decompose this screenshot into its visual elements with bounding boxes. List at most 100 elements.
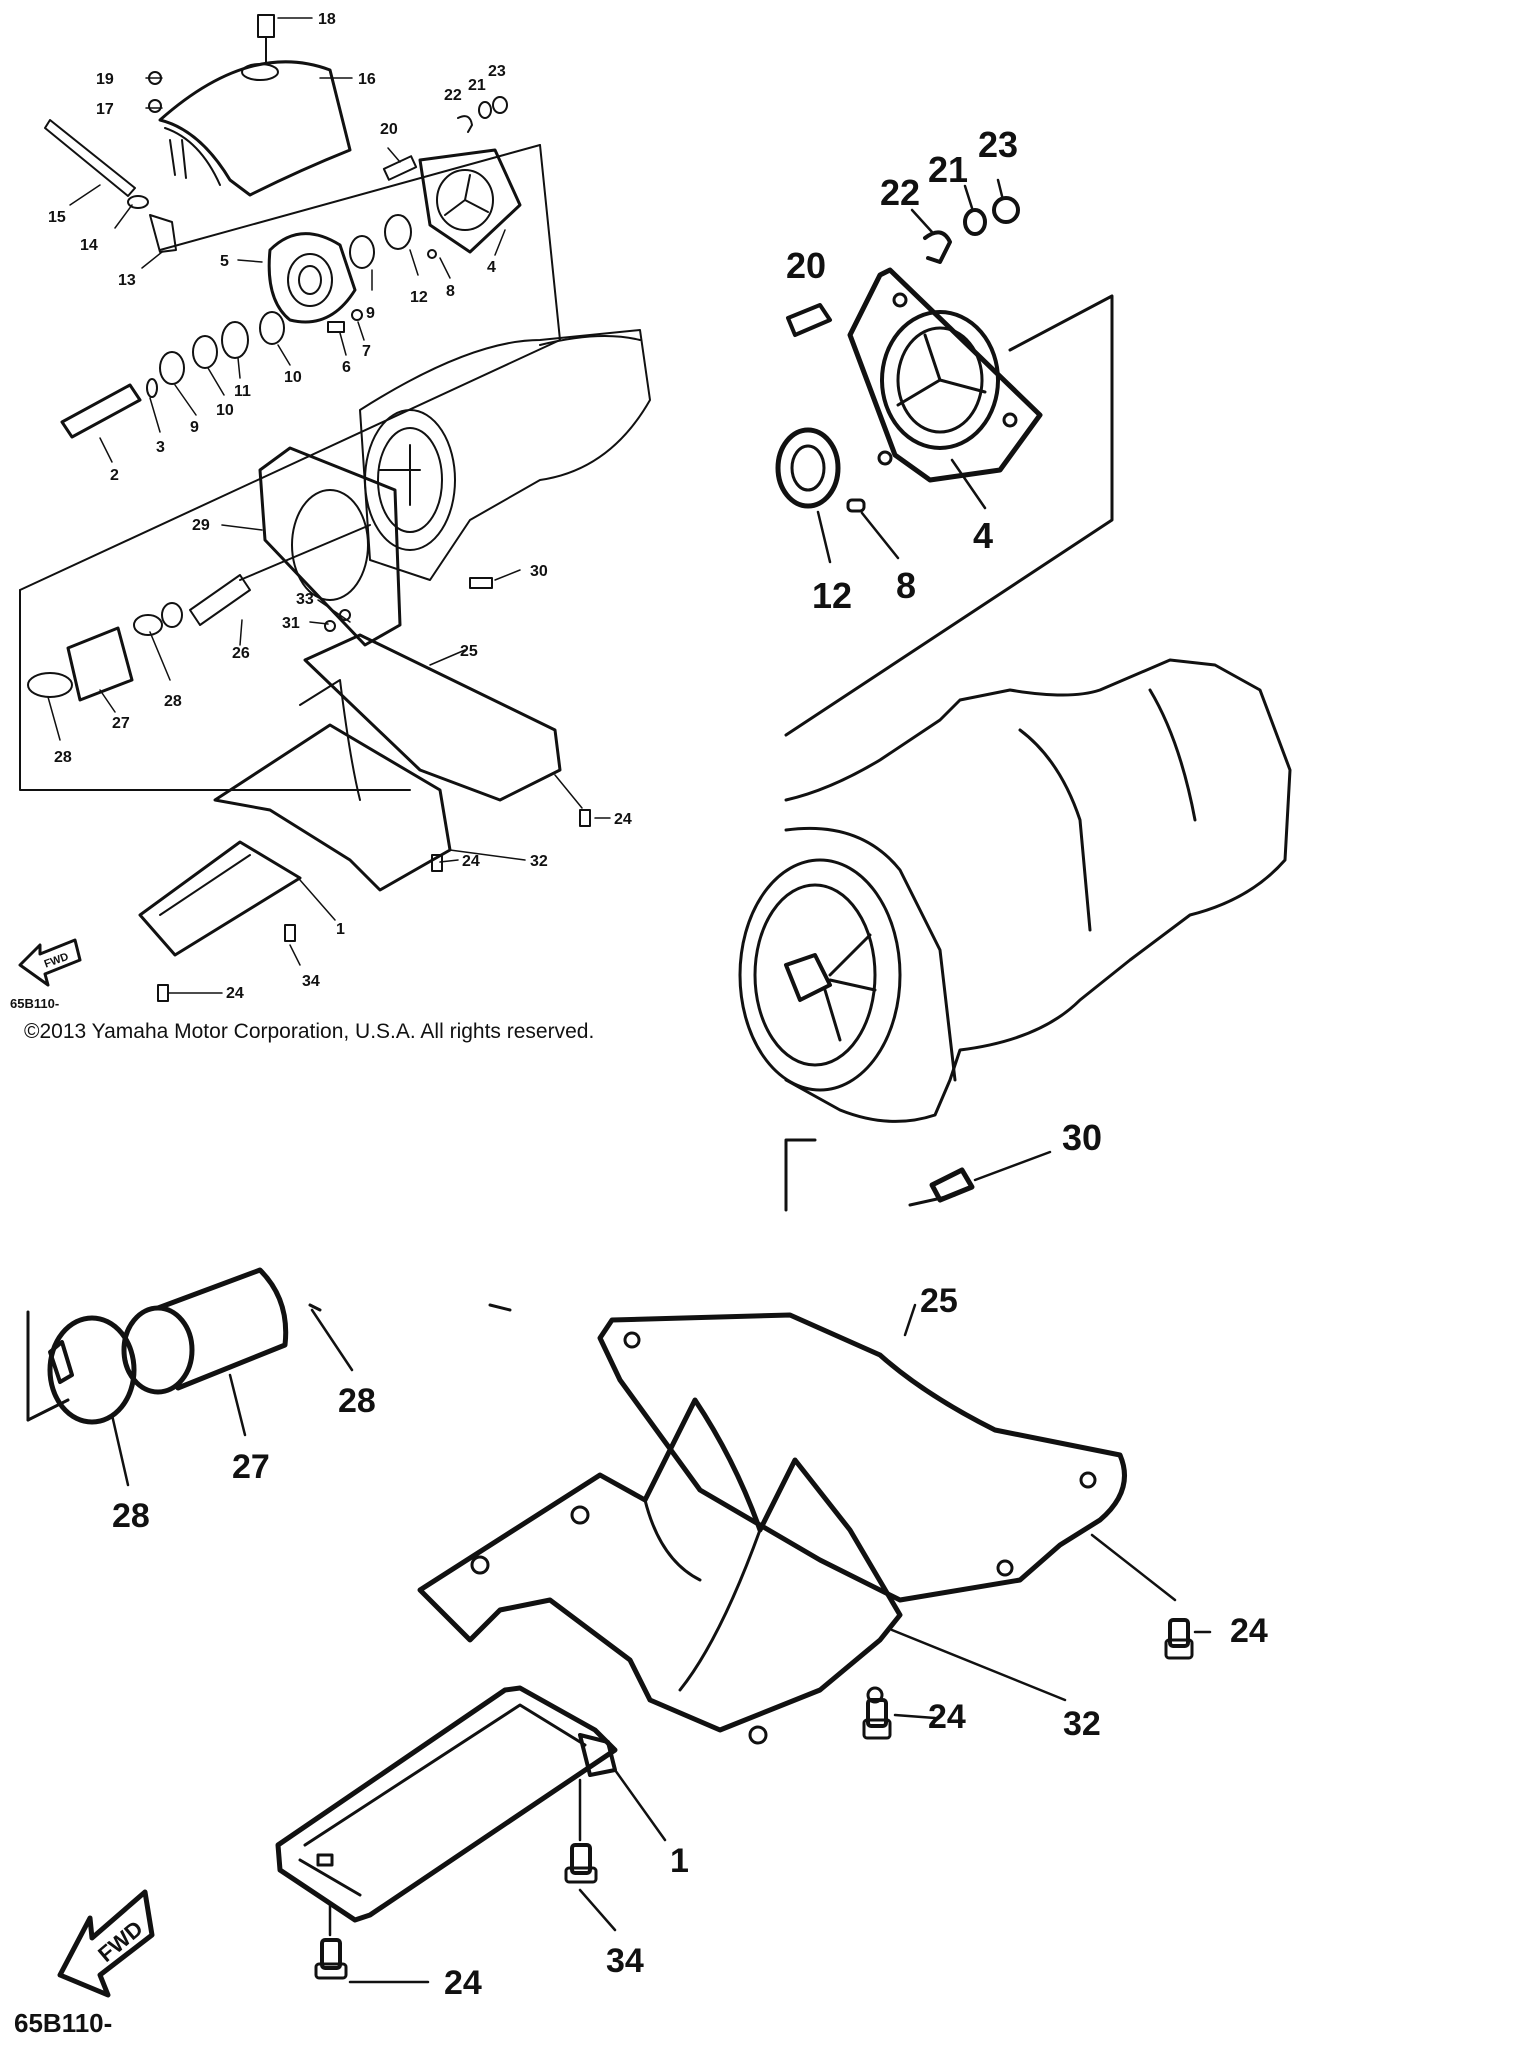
seal-9 [349,235,375,269]
callout-13: 13 [118,272,136,289]
callout-27-zoom: 27 [232,1448,270,1486]
callout-10a: 10 [284,369,302,386]
callout-28b-zoom: 28 [112,1497,150,1535]
circlip-10 [259,311,285,345]
pump-housing [359,329,651,581]
bolt-34 [284,924,296,942]
callout-34: 34 [302,973,320,990]
callout-8-zoom: 8 [896,565,916,606]
intake-grate-32 [213,723,452,892]
callout-32: 32 [530,853,548,870]
cover-part [158,60,352,197]
callout-14: 14 [80,237,98,254]
callout-21-zoom: 21 [928,149,968,190]
ride-plate-25-zoom [597,1312,1127,1603]
diagram-code: 65B110- [10,996,59,1011]
callout-18: 18 [318,11,336,28]
zoom-top-callouts: 22 21 23 20 12 8 4 30 [786,124,1102,1158]
bolt-30-zoom [929,1167,975,1203]
callout-9a: 9 [366,305,375,322]
nipple-13 [149,214,177,253]
callout-8: 8 [446,283,455,300]
washer-21 [478,101,492,119]
callout-24a-zoom: 24 [1230,1612,1268,1650]
callout-22: 22 [444,87,462,104]
callout-1: 1 [336,921,345,938]
callout-24c: 24 [226,985,244,1002]
bolt-20-zoom [786,303,832,337]
clamp-28b [133,614,163,636]
bearing-12-zoom [775,427,841,509]
fwd-label: FWD [43,951,71,971]
frame-line [19,589,411,791]
zoom-bottom-leaders [110,1303,1212,1984]
fwd-arrow-icon-zoom: FWD [57,1889,155,1998]
plate-4-zoom [847,267,1043,483]
callout-12-zoom: 12 [812,575,852,616]
callout-25-zoom: 25 [920,1282,958,1320]
callout-4-zoom: 4 [973,515,993,556]
intake-grate-32-zoom [417,1397,903,1745]
nozzle-1 [138,840,302,957]
bolt-20 [382,155,418,181]
callout-15: 15 [48,209,66,226]
callout-32-zoom: 32 [1063,1705,1101,1743]
callout-4: 4 [487,259,496,276]
frame-line [784,1138,817,1212]
rod-15 [44,119,136,197]
overview-diagram: FWD 65B110- [10,11,651,1011]
bolt-30 [469,577,493,589]
callout-7: 7 [362,343,371,360]
bolt-24c [157,984,169,1002]
washer-7 [351,309,363,321]
callout-34-zoom: 34 [606,1942,644,1980]
nut-23 [492,96,508,114]
callout-5: 5 [220,253,229,270]
callout-33: 33 [296,591,314,608]
callout-19: 19 [96,71,114,88]
nut-23-zoom [992,196,1020,224]
frame-line [159,144,541,251]
clamp-28 [27,672,73,698]
liner-27 [66,626,134,702]
bolt-24a [579,809,591,827]
zoom-bottom-callouts: 28 27 28 25 24 32 24 1 34 24 [112,1282,1268,2002]
callout-23: 23 [488,63,506,80]
bolt-24b-zoom [862,1698,892,1740]
diagram-code-zoom: 65B110- [14,2008,112,2038]
overview-callouts: 18 19 17 16 15 14 13 5 20 22 21 23 9 12 … [48,11,632,1002]
callout-26: 26 [232,645,250,662]
callout-16: 16 [358,71,376,88]
callout-17: 17 [96,101,114,118]
circlip-10b [192,335,218,369]
callout-24a: 24 [614,811,632,828]
spacer-3 [146,378,158,398]
callout-1-zoom: 1 [670,1842,689,1880]
callout-9b: 9 [190,419,199,436]
callout-28a: 28 [54,749,72,766]
callout-3: 3 [156,439,165,456]
bearing-11 [221,321,249,359]
callout-22-zoom: 22 [880,172,920,213]
pin-8-zoom [846,498,866,513]
callout-2: 2 [110,467,119,484]
frame-line [19,339,561,591]
plate-4 [418,148,522,254]
callout-29: 29 [192,517,210,534]
callout-28b: 28 [164,693,182,710]
callout-21: 21 [468,77,486,94]
clip-22 [457,115,473,133]
callout-12: 12 [410,289,428,306]
washer-21-zoom [963,208,987,236]
callout-20-zoom: 20 [786,245,826,286]
bolt-34-zoom [564,1843,598,1884]
impeller-26 [189,574,251,626]
callout-24b: 24 [462,853,480,870]
ring-26 [161,602,183,628]
callout-23-zoom: 23 [978,124,1018,165]
bolt-24b [431,854,443,872]
pin-8 [427,249,437,259]
callout-25: 25 [460,643,478,660]
frame-line [784,294,1114,737]
